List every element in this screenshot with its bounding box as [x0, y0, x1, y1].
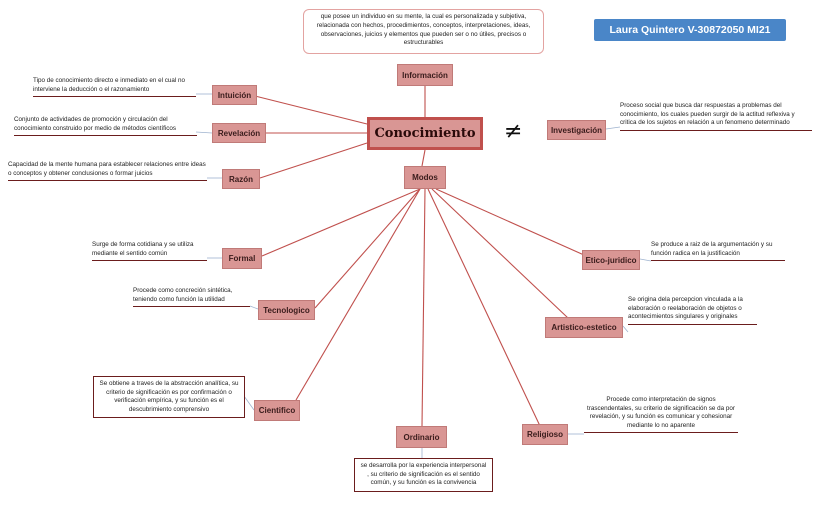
information-definition: que posee un individuo en su mente, la c… [303, 9, 544, 54]
desc-religioso: Procede como interpretación de signos tr… [584, 396, 738, 434]
node-razon[interactable]: Razón [222, 169, 260, 189]
node-investigacion[interactable]: Investigación [547, 120, 606, 140]
desc-razon: Capacidad de la mente humana para establ… [8, 161, 207, 182]
desc-formal: Surge de forma cotidiana y se utiliza me… [92, 241, 207, 262]
node-tecnologico[interactable]: Tecnologico [258, 300, 315, 320]
node-cientifico[interactable]: Cientifico [254, 400, 300, 421]
node-religioso[interactable]: Religioso [522, 424, 568, 445]
desc-tecnologico: Procede como concreción sintética, tenie… [133, 287, 250, 308]
node-formal[interactable]: Formal [222, 248, 262, 269]
node-informacion[interactable]: Información [397, 64, 453, 86]
author-banner: Laura Quintero V-30872050 MI21 [594, 19, 786, 41]
desc-revelacion: Conjunto de actividades de promoción y c… [14, 116, 197, 137]
node-ordinario[interactable]: Ordinario [396, 426, 447, 448]
not-equal-symbol: ≠ [504, 119, 523, 144]
node-intuicion[interactable]: Intuición [212, 85, 257, 105]
desc-cientifico: Se obtiene a traves de la abstracción an… [93, 376, 245, 419]
desc-intuicion: Tipo de conocimiento directo e inmediato… [33, 77, 196, 98]
desc-investigacion: Proceso social que busca dar respuestas … [620, 102, 812, 131]
node-etico-juridico[interactable]: Etico-juridico [582, 250, 640, 270]
desc-artistico-estetico: Se origina dela percepcion vinculada a l… [628, 296, 757, 325]
node-revelacion[interactable]: Revelación [212, 123, 266, 143]
desc-etico-juridico: Se produce a raiz de la argumentación y … [651, 241, 785, 262]
desc-ordinario: se desarrolla por la experiencia interpe… [354, 458, 493, 492]
node-artistico-estetico[interactable]: Artistico-estetico [545, 317, 623, 338]
node-modos[interactable]: Modos [404, 166, 446, 189]
central-node-conocimiento[interactable]: Conocimiento [367, 117, 483, 150]
